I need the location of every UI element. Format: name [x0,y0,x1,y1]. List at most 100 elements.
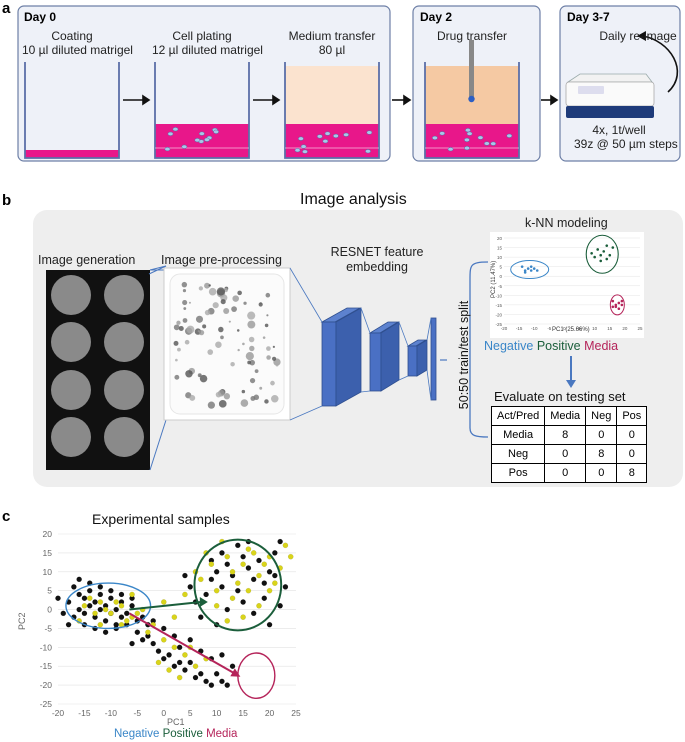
organoid-blob [242,342,245,346]
organoid-blob [237,348,240,352]
organoid-blob [182,300,188,306]
scatter-point [92,610,98,617]
mini-point [599,259,603,263]
organoid-blob [208,284,211,287]
legend-media: Media [584,339,619,353]
train-test-split-label: 50:50 train/test split [457,300,471,410]
mini-point [611,299,615,303]
scatter-ytick: -10 [40,642,53,652]
organoid-blob [249,359,256,366]
mini-point [617,307,621,311]
organoid-blob [243,301,247,305]
organoid-blob [186,325,195,334]
well-coating [24,62,120,159]
organoid-blob [249,377,256,384]
scatter-points [55,538,294,688]
scatter-point [245,587,252,594]
organoid-blob [228,320,231,323]
legend-negative: Negative [484,339,534,353]
scatter-point [219,550,225,556]
organoid-blob [259,386,263,390]
day37-label: Day 3-7 [567,10,610,24]
legend-media: Media [206,728,238,740]
organoid-blob [258,302,263,307]
mini-xtick: -5 [547,326,551,331]
mini-point [523,269,527,272]
organoid-blob [271,395,279,403]
well-medium [284,62,380,159]
organoid-blob [272,345,275,348]
scatter-point [86,595,93,601]
mini-point [529,265,533,268]
mini-point [605,257,609,261]
organoid-blob [223,393,231,400]
scatter-point [224,682,230,688]
header-cell: Pos [616,406,648,426]
organoid-blob [207,349,214,355]
scatter-point [102,606,109,613]
mini-ytick: 5 [499,265,502,270]
mini-point [529,269,533,272]
mini-point [535,269,539,272]
cell-aggregate [213,129,219,134]
organoid-blob [199,374,208,383]
scatter-point [219,678,225,685]
organoid-blob [232,295,239,302]
scatter-ytick: 5 [47,586,52,596]
scatter-point [224,618,230,624]
organoid-blob [215,341,222,348]
scatter-point [161,655,167,662]
mini-point [523,271,527,274]
scatter-point [86,587,93,594]
scatter-point [266,569,273,575]
scatter-point [161,637,167,643]
scatter-legend: Negative Positive Media [114,728,237,740]
scatter-point [182,667,188,673]
scatter-point [113,606,119,613]
scatter-point [250,576,257,583]
organoid-blob [218,400,227,408]
mini-xtick: 0 [563,326,566,331]
mini-point [614,303,618,307]
mini-point [526,267,530,270]
header-cell: Media [544,406,587,426]
scatter-ytick: 20 [43,529,53,539]
mini-point [608,253,612,257]
organoid-blob [178,326,184,331]
scatter-point [102,618,109,624]
scatter-point [76,606,82,613]
cell-aggregate [294,148,301,153]
scatter-xtick: -15 [78,708,91,718]
mini-ellipse-negative [510,260,550,280]
reimage-arrow [641,35,679,93]
scatter-xtick: 25 [291,708,301,718]
cell-aggregate [506,133,513,138]
cell-aggregate [465,128,471,133]
cell: 8 [544,425,587,445]
mini-ylabel: PC2 (11.47%) [491,260,497,298]
scatter-xtick: 0 [161,708,166,718]
organoid-blob [220,299,226,305]
scatter-point [97,606,104,613]
confusion-row: Neg 0 8 0 [490,444,648,464]
organoid-blob [230,361,235,367]
scatter-point [108,587,114,594]
scatter-point [81,595,88,601]
well-images [51,275,144,457]
organoid-blob [204,282,210,289]
organoid-blob [254,369,259,374]
organoid-blob [195,315,204,323]
cell: 0 [616,425,648,445]
scatter-point [182,572,188,579]
header-cell: Act/Pred [490,406,546,426]
mini-ytick: 10 [497,255,503,260]
legend-positive: Positive [536,339,581,353]
scatter-point [81,610,88,617]
scatter-point [208,561,215,567]
mini-point [596,248,599,251]
mini-ytick: -10 [495,293,502,298]
scatter-point [129,591,135,598]
scatter-xtick: -20 [52,708,65,718]
mini-ytick: -15 [495,303,502,308]
